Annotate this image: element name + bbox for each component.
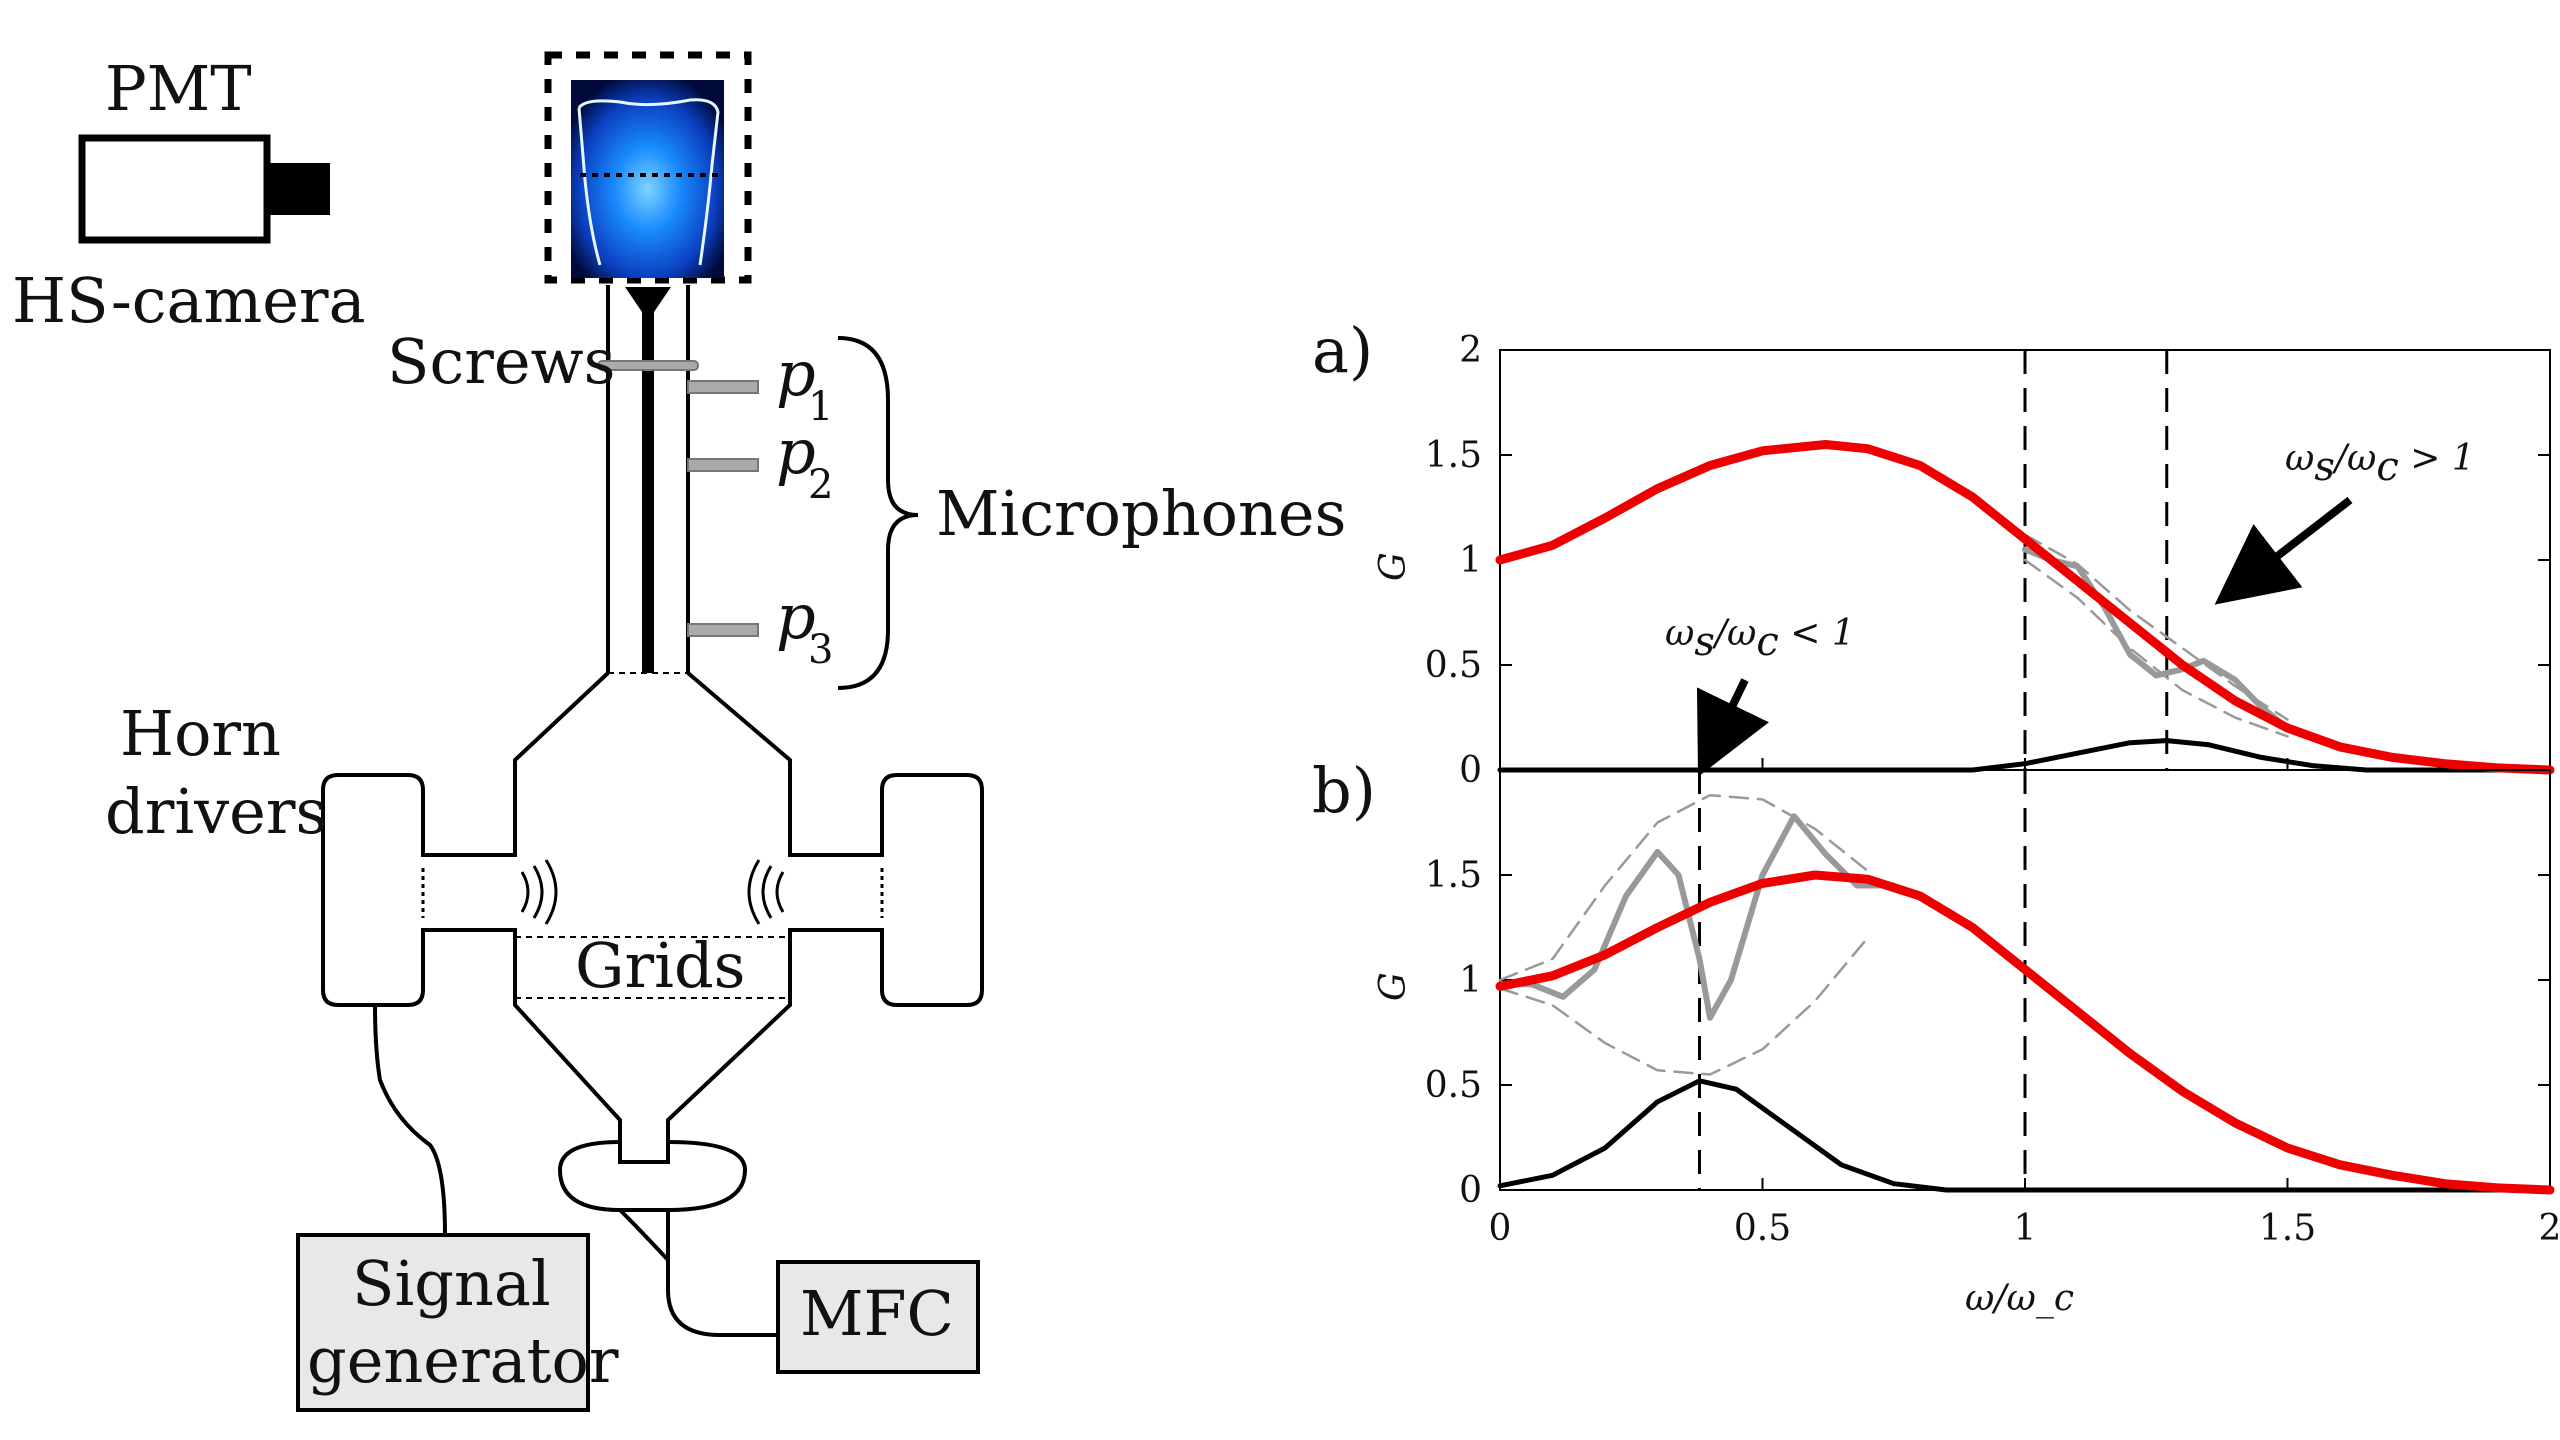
chart-panel-a: a) G 0 0.5 1 1.5 2 ωs/ωc > 1 [1312,314,2555,791]
annot-a-arrow [2214,496,2353,605]
screws-label: Screws [387,325,615,398]
mfc-box [776,1260,980,1374]
flame-enclosure [544,51,752,284]
chart-panel-b: b) G 0 0.5 1 1.5 0 0.5 1 1.5 2 ω/ω_c ωs/ωc < 1 [1312,613,2560,1319]
screws-icon [597,360,699,371]
y-tick-label: 1.5 [1425,855,1482,896]
microphone-1-icon [687,380,759,394]
panel-b-xlabel: ω/ω_c [1965,1278,2074,1319]
y-tick-label: 0.5 [1425,1065,1482,1106]
panel-a-ylabel: G [1373,552,1414,581]
right-sound-waves-icon [747,859,785,925]
series-line-red [1495,440,2555,775]
panel-b-yticks: 0 0.5 1 1.5 [1425,855,2550,1211]
mic-3-label: p [776,580,816,653]
panel-b-xticks: 0 0.5 1 1.5 2 [1489,1178,2560,1249]
x-tick-label: 0 [1489,1208,1512,1249]
y-tick-label: 0 [1459,750,1482,791]
series-line-black [1497,738,2553,773]
panel-a-yticks: 0 0.5 1 1.5 2 [1425,330,2551,791]
series-line-gray-dashed [2023,558,2289,738]
series-line-gray [2022,546,2291,731]
microphone-3-icon [687,623,759,637]
camera-label: HS-camera [12,264,366,337]
microphone-2-icon [687,458,759,472]
series-line-red [1495,870,2555,1195]
y-tick-label: 1 [1459,540,1482,581]
panel-a-label: a) [1312,314,1373,387]
series-line-gray [1497,813,1897,1021]
bluff-body-icon [625,287,671,312]
microphones-label: Microphones [936,477,1346,550]
central-rod [642,305,654,673]
x-tick-label: 2 [2539,1208,2560,1249]
left-sound-waves-icon [520,859,558,925]
mic-1-sub: 1 [808,384,833,430]
camera-body-icon [78,134,271,244]
grids-label: Grids [575,929,746,1002]
panel-b-ylabel: G [1373,972,1414,1001]
panel-a-annotation: ωs/ωc > 1 [2214,438,2475,605]
pmt-label: PMT [105,52,252,125]
x-tick-label: 0.5 [1734,1208,1791,1249]
y-tick-label: 1.5 [1425,435,1482,476]
annot-b-arrow [1696,678,1769,777]
flame-contour [577,98,720,266]
panel-b-vlines [1698,770,2027,1190]
x-tick-label: 1.5 [2259,1208,2316,1249]
horn-label-line1: Horn [120,697,281,770]
y-tick-label: 2 [1459,330,1482,371]
series-line-black [1497,1078,2553,1193]
feed-loop [557,1140,748,1212]
y-tick-label: 0 [1459,1170,1482,1211]
mfc-label: MFC [800,1277,954,1350]
microphones-brace [837,336,919,690]
panel-b-annotation: ωs/ωc < 1 [1665,613,1855,777]
mic-1-label: p [776,337,816,410]
panel-b-series [1495,793,2555,1195]
annot-b-omega: ωs/ωc < 1 [1665,613,1855,665]
mic-2-label: p [776,415,816,488]
signal-label-line1: Signal [352,1247,551,1320]
signal-label-line2: generator [307,1324,619,1397]
x-tick-label: 1 [2014,1208,2037,1249]
annot-a-omega: ωs/ωc > 1 [2285,438,2475,490]
signal-cable [373,1004,447,1236]
series-line-gray-dashed [1498,793,1869,982]
camera-lens-icon [267,163,330,215]
mic-2-sub: 2 [808,462,833,508]
y-tick-label: 1 [1459,960,1482,1001]
panel-a-series [1495,440,2555,775]
feed-link [618,1208,670,1262]
y-tick-label: 0.5 [1425,645,1482,686]
mic-3-sub: 3 [808,627,833,673]
series-line-gray-dashed [1498,936,1869,1076]
plenum-outline [321,671,984,1164]
horn-label-line2: drivers [105,775,327,848]
flame-image [571,80,724,278]
panel-b-label: b) [1312,754,1376,827]
signal-generator-box [296,1233,590,1412]
mfc-cable [665,1210,778,1337]
setup-diagram: PMT HS-camera Screws p 1 p 2 p 3 Microph… [12,51,1346,1412]
